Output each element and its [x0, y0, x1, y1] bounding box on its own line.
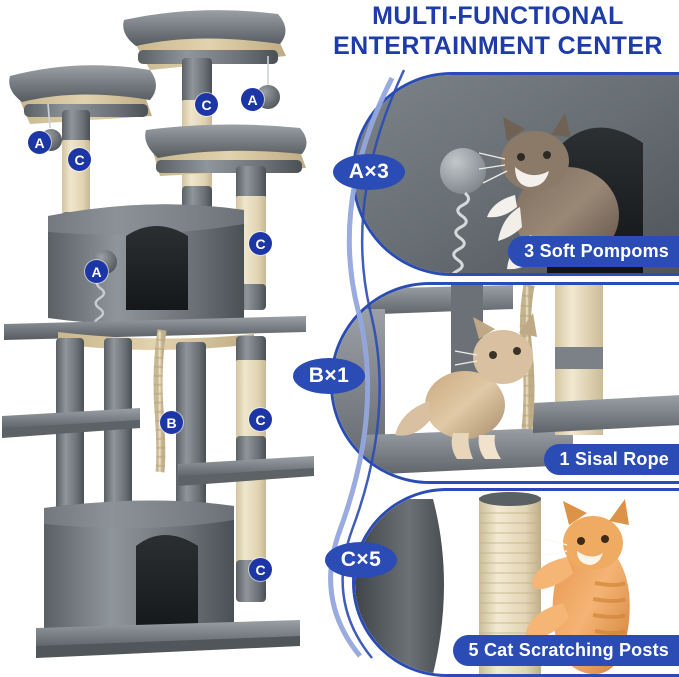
product-image: [0, 0, 340, 671]
badge-pompoms-count: A×3: [333, 154, 405, 190]
product-marker-a: A: [28, 131, 51, 154]
cat-tree-illustration: [2, 10, 314, 658]
title-line-1: MULTI-FUNCTIONAL: [372, 2, 624, 30]
product-marker-a: A: [85, 260, 108, 283]
product-marker-c: C: [249, 232, 272, 255]
product-marker-c: C: [195, 93, 218, 116]
product-marker-b: B: [160, 411, 183, 434]
product-marker-c: C: [249, 408, 272, 431]
product-marker-c: C: [68, 148, 91, 171]
title-line-2: ENTERTAINMENT CENTER: [333, 31, 663, 60]
badge-rope-count: B×1: [293, 358, 365, 394]
photo-pompom-cat: [355, 75, 679, 273]
product-marker-a: A: [241, 88, 264, 111]
caption-scratching-posts: 5 Cat Scratching Posts: [452, 635, 679, 666]
badge-posts-count: C×5: [325, 542, 397, 578]
page-title: MULTI-FUNCTIONAL ENTERTAINMENT CENTER: [320, 2, 676, 61]
caption-sisal-rope: 1 Sisal Rope: [543, 444, 679, 475]
feature-panel-pompoms: 3 Soft Pompoms: [352, 72, 679, 276]
feature-panel-scratching-posts: 5 Cat Scratching Posts: [352, 488, 679, 677]
caption-pompoms: 3 Soft Pompoms: [508, 236, 679, 267]
product-marker-c: C: [249, 558, 272, 581]
feature-panel-sisal-rope: 1 Sisal Rope: [330, 282, 679, 484]
